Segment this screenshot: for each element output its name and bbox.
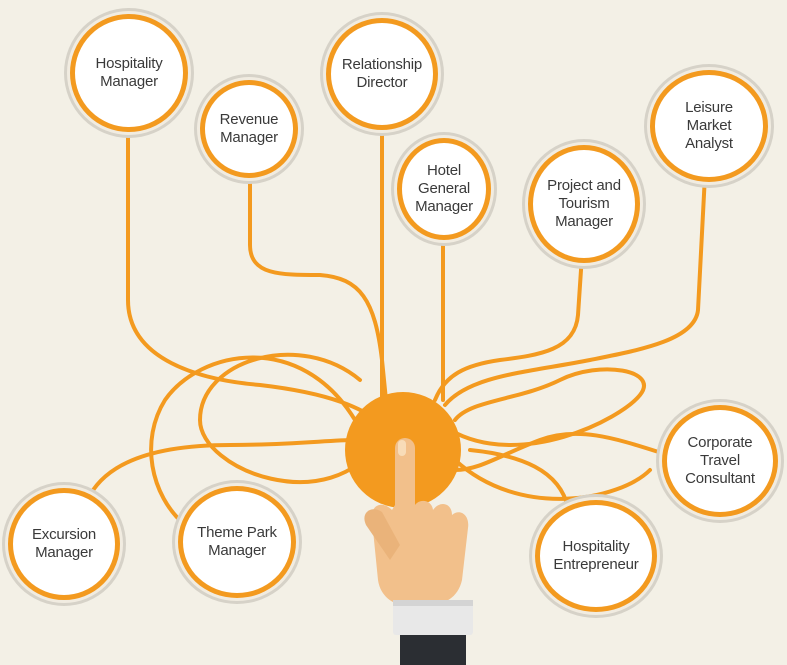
node-label: Hospitality Manager [95, 55, 163, 90]
connector-excursion-manager [88, 438, 357, 497]
connector-hospitality-entrepreneur [468, 448, 570, 510]
node-hotel-general-manager: Hotel General Manager [397, 138, 491, 240]
connector-corporate-travel-consultant [453, 431, 670, 472]
connector-loop [448, 367, 646, 447]
pointing-hand-icon [364, 438, 473, 665]
node-label: Hospitality Entrepreneur [553, 538, 639, 573]
node-label: Leisure Market Analyst [685, 99, 733, 152]
node-label: Corporate Travel Consultant [685, 434, 755, 487]
node-label: Project and Tourism Manager [547, 177, 621, 230]
node-label: Theme Park Manager [197, 524, 277, 559]
connector-theme-park-manager [149, 355, 357, 527]
node-leisure-market-analyst: Leisure Market Analyst [650, 70, 768, 182]
node-label: Excursion Manager [31, 526, 97, 561]
node-relationship-director: Relationship Director [326, 18, 438, 130]
node-corporate-travel-consultant: Corporate Travel Consultant [662, 405, 778, 517]
node-theme-park-manager: Theme Park Manager [178, 486, 296, 598]
connector-project-tourism-manager [433, 253, 584, 402]
node-project-tourism-manager: Project and Tourism Manager [528, 145, 640, 263]
node-excursion-manager: Excursion Manager [8, 488, 120, 600]
node-label: Relationship Director [341, 56, 423, 91]
node-hospitality-entrepreneur: Hospitality Entrepreneur [535, 500, 657, 612]
node-label: Revenue Manager [219, 111, 279, 146]
node-label: Hotel General Manager [415, 162, 473, 215]
connector-leisure-market-analyst [443, 173, 707, 407]
connector-revenue-manager [248, 158, 392, 442]
connector-loop [453, 458, 652, 501]
connector-loop [197, 352, 382, 484]
node-hospitality-manager: Hospitality Manager [70, 14, 188, 132]
node-revenue-manager: Revenue Manager [200, 80, 298, 178]
